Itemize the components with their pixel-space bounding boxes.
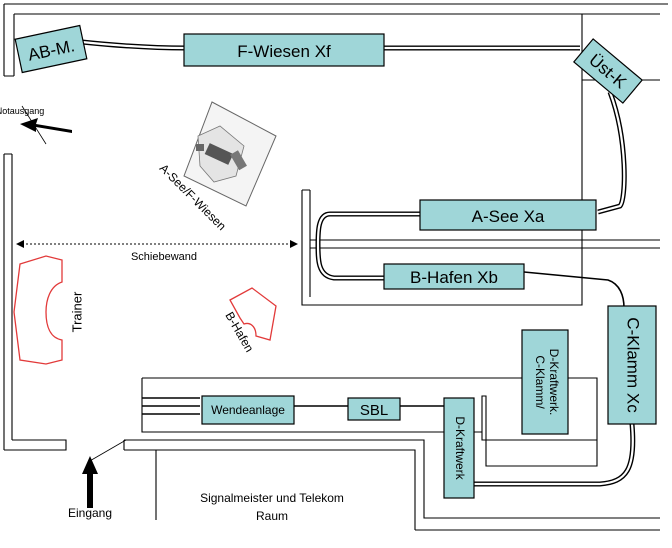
trainer-desk [13,255,63,365]
b-hafen-desk [229,287,277,341]
control-desk-a-see-f-wiesen [183,101,277,207]
station-b-hafen: B-Hafen Xb [383,263,525,290]
signalmeister-label: Signalmeister und Telekom [200,491,344,505]
station-label: C-Klamm/ [533,355,547,409]
station-label: A-See Xa [472,207,545,226]
trainer-label: Trainer [69,291,84,332]
notausgang-label: Notausgang [0,106,44,116]
station-label: D-Kraftwerk. [547,349,561,416]
station-sbl: SBL [347,397,401,421]
station-f-wiesen: F-Wiesen Xf [183,33,385,67]
station-d-kraftwerk: D-Kraftwerk [443,397,475,499]
eingang-arrow-icon [82,456,98,508]
notausgang-arrow-icon [20,118,72,133]
station-label: B-Hafen Xb [410,268,498,287]
track-network [81,39,636,487]
station-ab-m: AB-M. [14,24,88,74]
signalmeister-room-label: Raum [256,509,288,523]
station-label: D-Kraftwerk [453,416,467,480]
room-walls [3,3,668,531]
station-c-klamm: C-Klamm Xc [607,305,657,425]
schiebewand-label: Schiebewand [131,251,197,263]
station-label: F-Wiesen Xf [237,42,331,61]
station-label: SBL [360,402,388,419]
station-wendeanlage: Wendeanlage [201,395,295,425]
eingang-label: Eingang [68,506,112,520]
station-c-klamm-d-kraftwerk: C-Klamm/ D-Kraftwerk. [521,329,569,435]
station-label: C-Klamm Xc [624,317,643,413]
schiebewand [16,240,298,248]
station-a-see: A-See Xa [419,199,597,231]
b-hafen-label: B-Hafen [222,309,256,354]
station-label: Wendeanlage [211,403,285,417]
